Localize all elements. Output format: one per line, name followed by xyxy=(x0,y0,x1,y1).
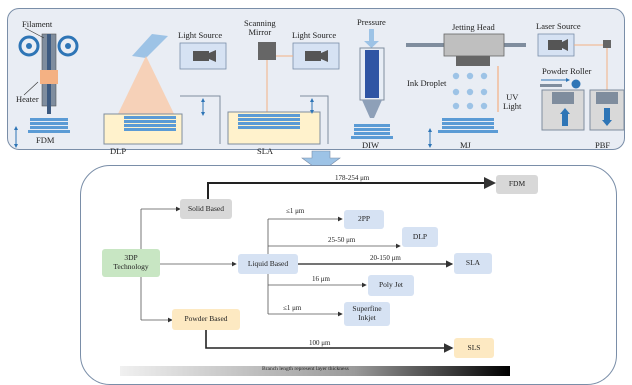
ink-droplet-label: Ink Droplet xyxy=(407,78,447,88)
leaf-poly-jet: Poly Jet xyxy=(368,275,414,296)
pressure-label: Pressure xyxy=(357,17,386,27)
node-3dp-technology: 3DP Technology xyxy=(102,249,160,277)
leaf-2pp: 2PP xyxy=(344,210,384,229)
branch-label-2pp: ≤1 μm xyxy=(286,207,305,215)
branch-label-fdm: 178-254 μm xyxy=(335,174,370,182)
method-label-sla: SLA xyxy=(257,146,274,156)
fdm-illustration xyxy=(14,27,79,148)
branch-label-poly-jet: 16 μm xyxy=(312,275,330,283)
node-solid-based: Solid Based xyxy=(180,199,232,219)
method-label-dlp: DLP xyxy=(110,146,127,156)
node-liquid-based: Liquid Based xyxy=(238,254,298,274)
leaf-dlp: DLP xyxy=(402,227,438,247)
jetting-head-label: Jetting Head xyxy=(452,22,495,32)
node-powder-based: Powder Based xyxy=(172,309,240,330)
scanning-mirror-label: Scanning Mirror xyxy=(244,18,276,38)
branch-label-superfine-inkjet: ≤1 μm xyxy=(283,304,302,312)
branch-label-sla: 20-150 μm xyxy=(370,254,401,262)
top-panel-illustrations xyxy=(14,27,625,173)
powder-roller-label: Powder Roller xyxy=(542,66,592,76)
filament-label: Filament xyxy=(22,19,53,29)
mj-illustration xyxy=(406,33,526,148)
leaf-sls: SLS xyxy=(454,338,494,358)
method-label-diw: DIW xyxy=(362,140,379,150)
dlp-illustration xyxy=(103,34,227,145)
pbf-illustration xyxy=(537,33,625,131)
leaf-fdm: FDM xyxy=(496,175,538,194)
legend-caption: Branch length represent layer thickness xyxy=(262,366,349,372)
thickness-gradient-bar xyxy=(120,366,510,376)
sla-illustration xyxy=(227,42,340,145)
uv-light-label: UV Light xyxy=(503,92,522,112)
leaf-sla: SLA xyxy=(454,253,492,274)
branch-label-sls: 100 μm xyxy=(309,339,331,347)
leaf-superfine-inkjet: Superfine Inkjet xyxy=(344,302,390,326)
method-label-pbf: PBF xyxy=(595,140,611,150)
light-source-label-sla: Light Source xyxy=(292,30,337,40)
method-label-mj: MJ xyxy=(460,140,471,150)
method-label-fdm: FDM xyxy=(36,135,55,145)
diw-illustration xyxy=(351,29,393,139)
heater-label: Heater xyxy=(16,94,39,104)
laser-source-label: Laser Source xyxy=(536,21,581,31)
classification-connectors xyxy=(120,177,510,376)
branch-label-dlp: 25-50 μm xyxy=(328,236,356,244)
light-source-label-dlp: Light Source xyxy=(178,30,223,40)
